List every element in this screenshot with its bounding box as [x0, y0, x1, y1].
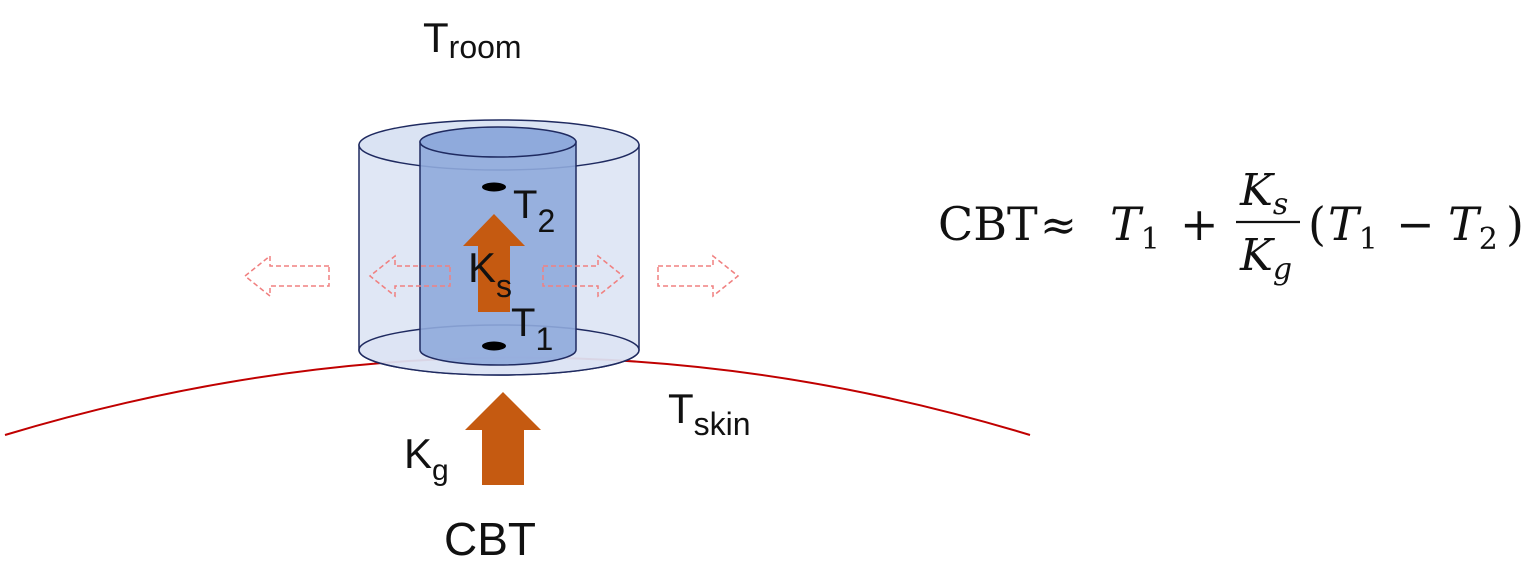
equation-t2: T2: [1448, 197, 1498, 257]
label-t-room: Troom: [423, 14, 522, 65]
heat-flow-arrow-core: [465, 392, 541, 485]
label-cbt: CBT: [444, 513, 536, 565]
dashed-arrow-right-outer: [657, 254, 740, 298]
label-k-s: Ks: [468, 244, 512, 304]
equation-numerator: Ks: [1239, 165, 1288, 222]
equation-lhs: CBT: [938, 197, 1038, 251]
equation-paren-close: ): [1506, 197, 1524, 251]
equation-paren-open: (: [1308, 197, 1326, 251]
sensor-t2-dot: [482, 182, 506, 192]
equation-minus: −: [1396, 197, 1435, 251]
equation-t1: T1: [1110, 197, 1160, 257]
label-k-g: Kg: [404, 430, 449, 487]
heat-flow-arrow-sensor: [463, 214, 525, 312]
equation-approx: ≈: [1040, 200, 1077, 251]
dashed-arrow-right-inner: [542, 254, 625, 298]
dashed-arrow-left-inner: [368, 254, 451, 298]
equation-plus: +: [1180, 197, 1219, 251]
dashed-arrow-left-outer: [243, 254, 330, 298]
equation-denominator: Kg: [1239, 230, 1292, 287]
sensor-t1-dot: [482, 341, 506, 351]
equation-t1-paren: T1: [1328, 197, 1378, 257]
label-t-1: T1: [511, 301, 553, 357]
label-t-skin: Tskin: [668, 385, 751, 442]
cbt-equation: CBT ≈ T1 + Ks Kg ( T1 − T2 ): [938, 165, 1524, 287]
label-t-2: T2: [513, 183, 555, 239]
